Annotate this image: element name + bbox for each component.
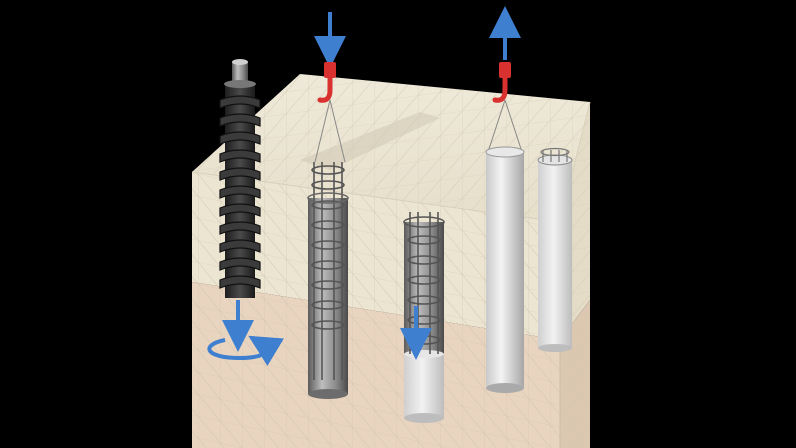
crane-hook-icon: [314, 12, 346, 163]
finished-pile: [537, 147, 573, 352]
auger-flights: [219, 95, 261, 289]
crane-hook-2-icon: [487, 62, 523, 153]
casing-with-cage: [307, 162, 349, 399]
auger-drill: [219, 59, 261, 298]
reinforcement-cage: [311, 162, 345, 380]
concrete-pour-pile: [403, 212, 445, 423]
rotation-arrow-icon: [207, 335, 284, 366]
extracted-casing: [485, 146, 525, 393]
